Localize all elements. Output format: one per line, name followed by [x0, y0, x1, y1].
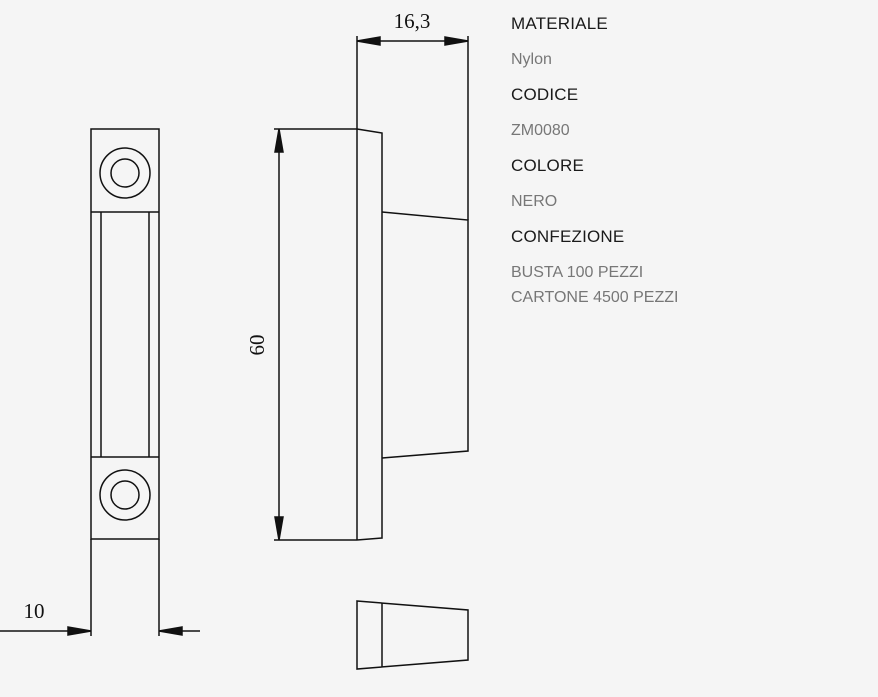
packaging-line-carton: CARTONE 4500 PEZZI — [511, 289, 679, 306]
packaging-value: BUSTA 100 PEZZI CARTONE 4500 PEZZI — [511, 260, 871, 310]
technical-drawing: 16,3 60 10 — [0, 9, 469, 670]
material-label: MATERIALE — [511, 14, 608, 33]
packaging-label: CONFEZIONE — [511, 227, 625, 246]
material-value: Nylon — [511, 51, 552, 68]
bottom-screw-hole — [99, 469, 151, 521]
side-view — [274, 36, 469, 541]
height-dimension-label: 60 — [245, 335, 269, 356]
depth-dimension — [356, 36, 469, 46]
width-dimension — [0, 626, 200, 636]
top-screw-hole — [99, 147, 151, 199]
product-specs: MATERIALE Nylon CODICE ZM0080 COLORE NER… — [511, 13, 871, 322]
code-value: ZM0080 — [511, 122, 570, 139]
color-value: NERO — [511, 193, 558, 210]
wedge-piece — [356, 600, 469, 670]
width-dimension-label: 10 — [24, 599, 45, 623]
height-dimension — [274, 128, 284, 541]
packaging-line-bag: BUSTA 100 PEZZI — [511, 264, 644, 281]
front-view — [90, 128, 160, 636]
depth-dimension-label: 16,3 — [394, 9, 431, 33]
code-label: CODICE — [511, 85, 579, 104]
color-label: COLORE — [511, 156, 584, 175]
